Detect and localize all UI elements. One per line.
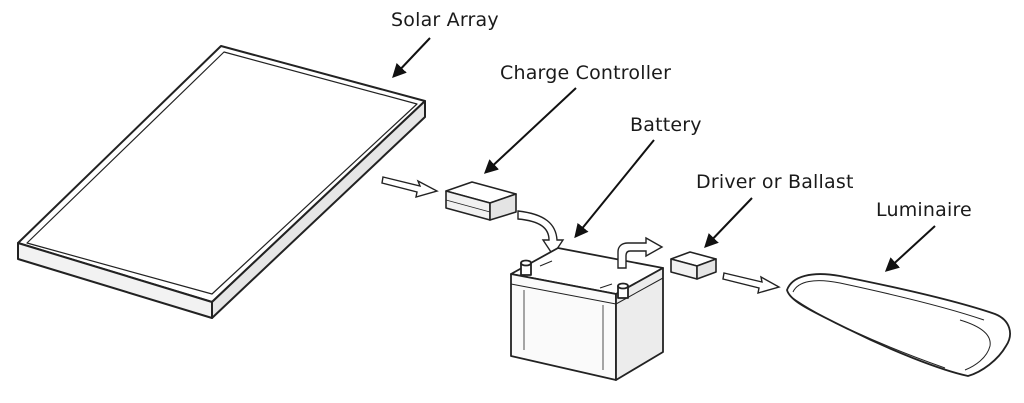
battery [510, 247, 664, 381]
label-charge-controller: Charge Controller [500, 62, 672, 84]
pointer-driver-or-ballast [704, 197, 753, 249]
label-pointers [392, 37, 936, 272]
solar-array [17, 45, 426, 319]
flow-arrow-driver-to-luminaire [722, 272, 781, 294]
pointer-luminaire [884, 225, 936, 272]
pointer-battery [574, 139, 655, 239]
flow-arrow-panel-to-controller [381, 176, 439, 198]
pointer-solar-array [392, 37, 431, 79]
flow-arrow-controller-to-battery [517, 210, 565, 257]
pointer-charge-controller [483, 87, 577, 174]
label-driver-or-ballast: Driver or Ballast [696, 171, 854, 193]
label-solar-array: Solar Array [391, 9, 499, 31]
flow-arrow-battery-to-driver [617, 236, 664, 269]
label-luminaire: Luminaire [876, 199, 972, 221]
charge-controller [445, 181, 517, 221]
luminaire [786, 273, 1011, 377]
driver-or-ballast [670, 251, 717, 280]
label-battery: Battery [630, 114, 702, 136]
